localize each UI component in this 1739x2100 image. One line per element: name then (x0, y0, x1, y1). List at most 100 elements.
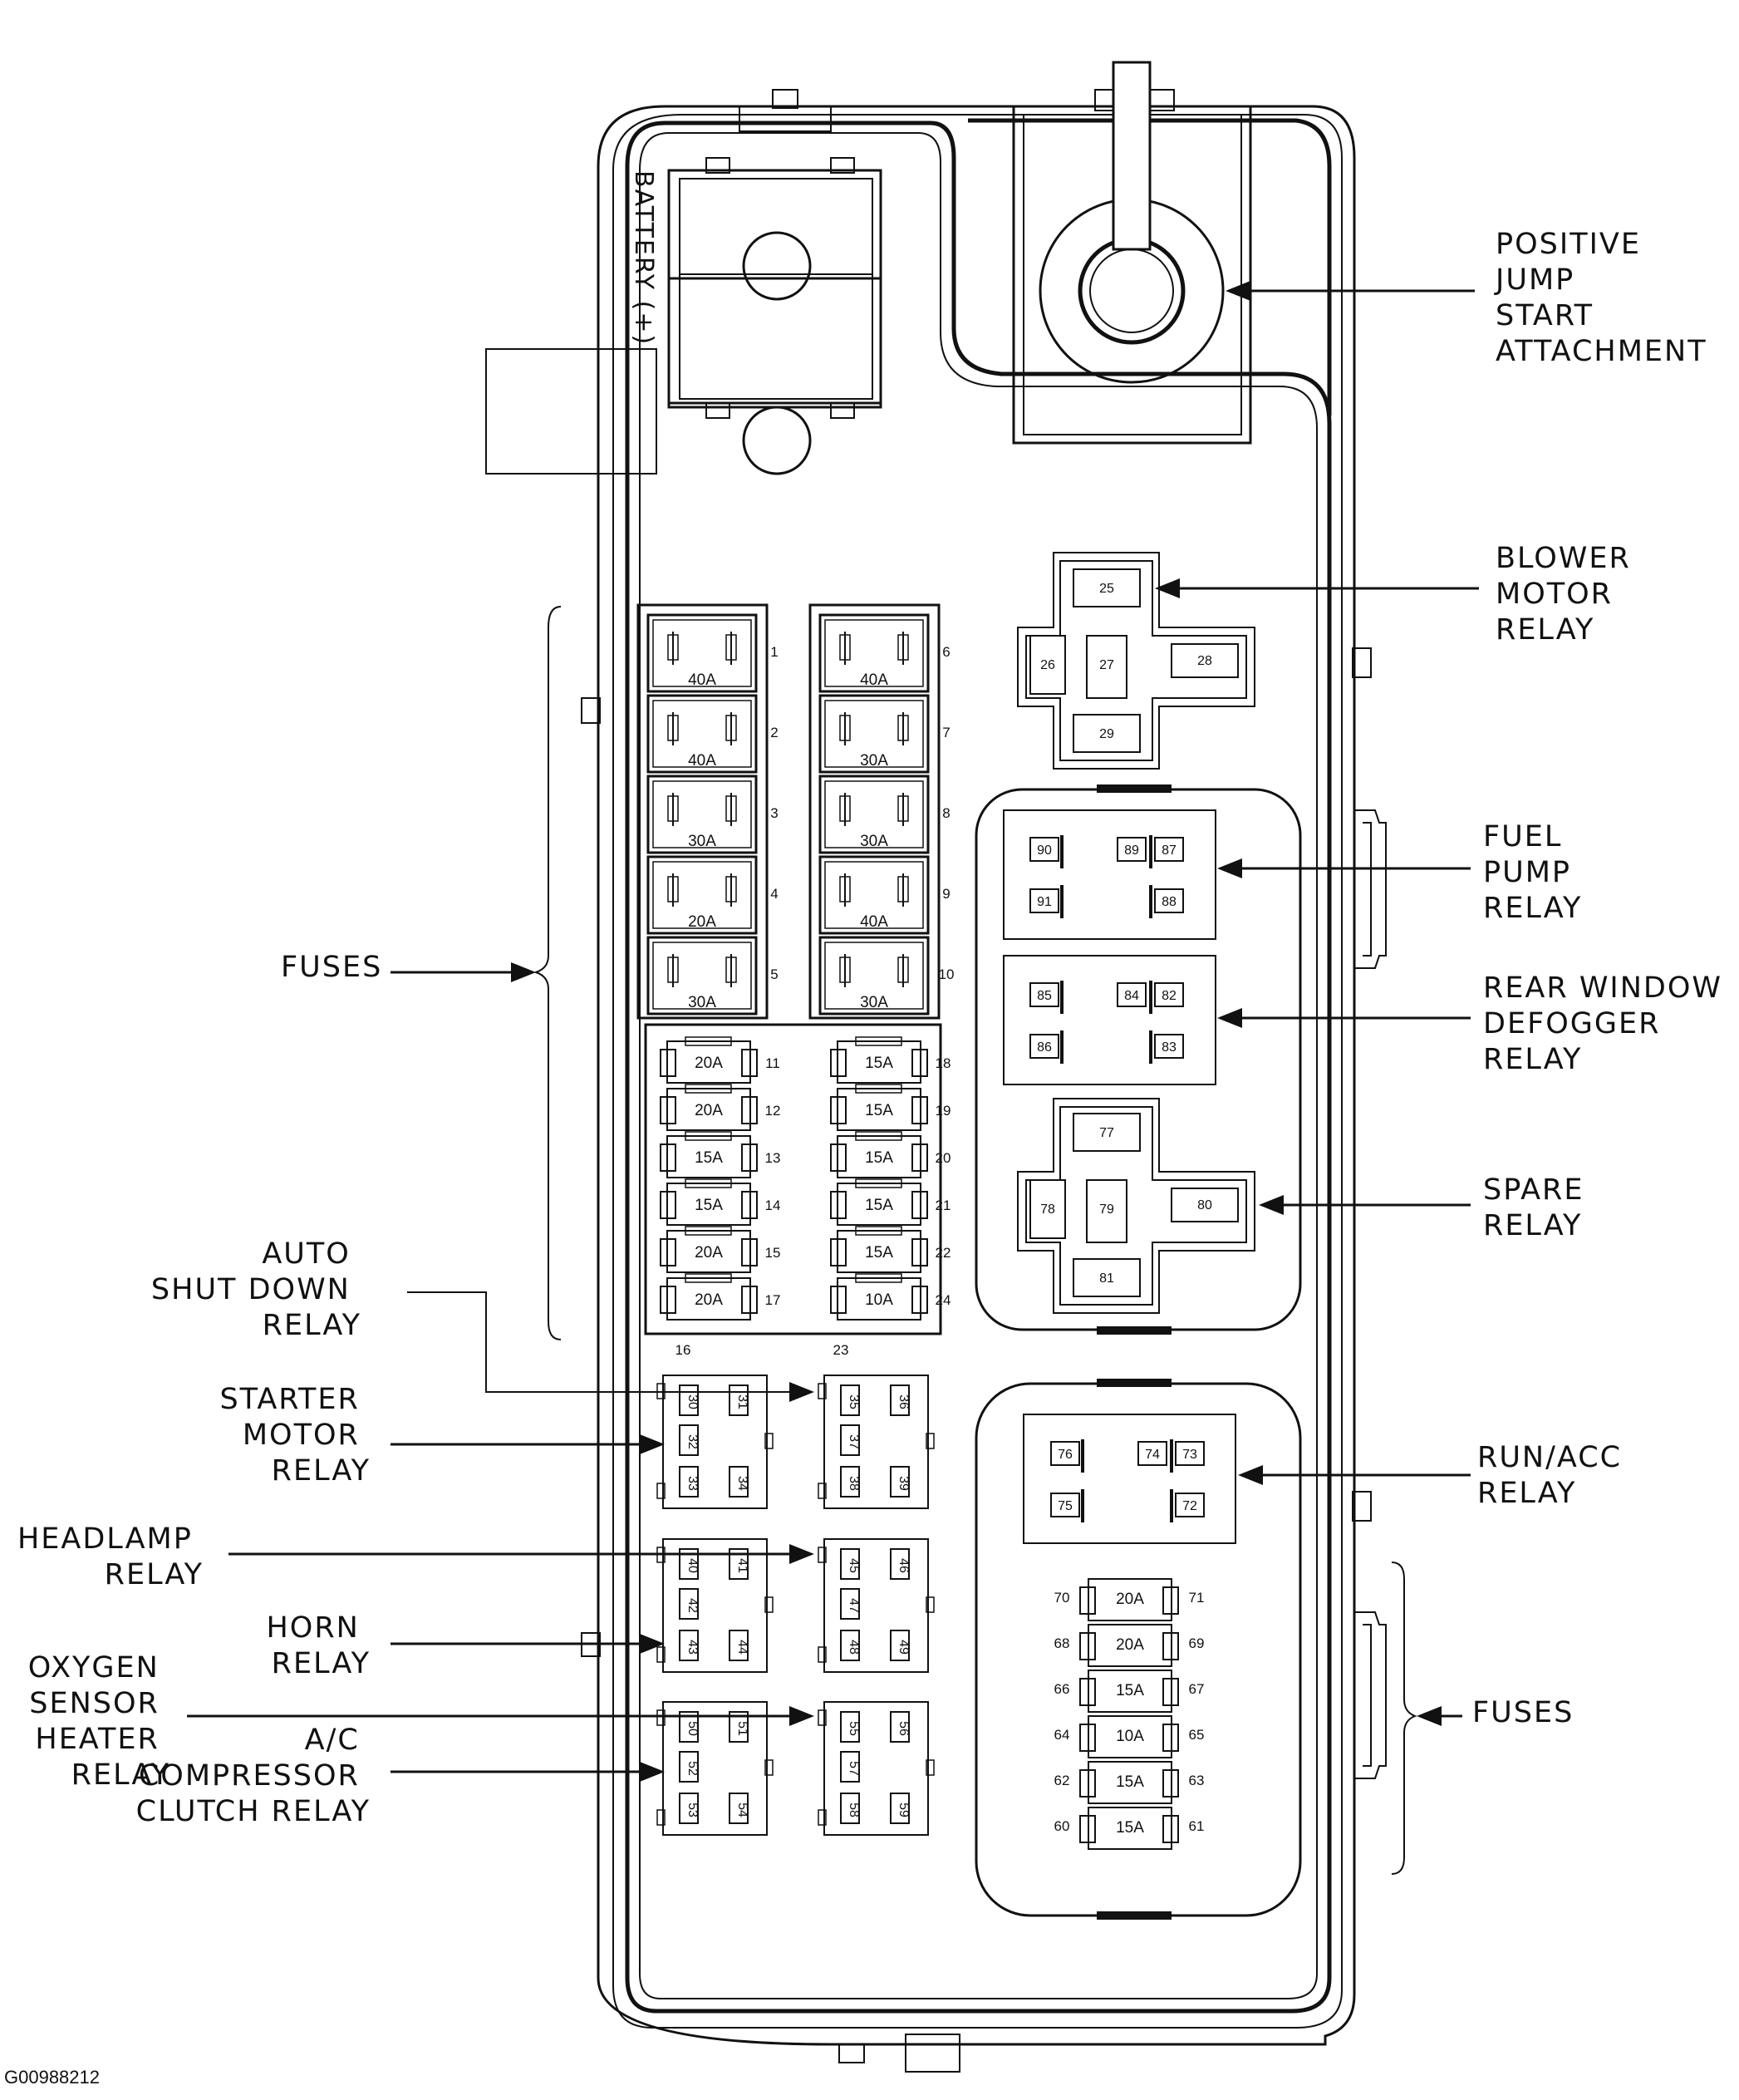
maxi-fuse-rating: 40A (688, 752, 716, 770)
micro-relay-terminal: 32 (685, 1434, 700, 1449)
mini-fuse-tab (855, 1273, 902, 1283)
micro-relay-terminal: 34 (735, 1476, 749, 1491)
maxi-fuse-inner (824, 780, 924, 848)
mini-fuse-clip (911, 1191, 928, 1219)
micro-relay-clip (656, 1646, 666, 1663)
micro-relay-terminal: 40 (685, 1558, 700, 1573)
micro-relay-terminal: 46 (897, 1558, 911, 1573)
micro-relay-pin (890, 1711, 910, 1743)
jump-start-post (1012, 61, 1252, 445)
lower-fuse-clip (1162, 1724, 1179, 1752)
maxi-fuse-rating: 40A (860, 671, 888, 689)
blower-terminal: 26 (1040, 658, 1055, 672)
mini-fuse-number: 12 (765, 1103, 781, 1119)
rear-window-relay-pin (1029, 1034, 1059, 1059)
mini-fuse-body (837, 1040, 921, 1084)
micro-relay-terminal: 33 (685, 1476, 700, 1491)
micro-relay-pin (840, 1793, 860, 1824)
micro-relay-terminal: 58 (847, 1802, 861, 1817)
spare-terminal: 78 (1040, 1202, 1055, 1217)
spare-terminal: 77 (1099, 1126, 1114, 1140)
mini-fuse-rating: 15A (695, 1149, 723, 1167)
maxi-fuse-number: 8 (942, 805, 950, 821)
micro-relay-terminal: 52 (685, 1761, 700, 1776)
micro-relay-pin (729, 1630, 749, 1661)
mini-fuse-tab (855, 1226, 902, 1236)
micro-relay-pin (729, 1466, 749, 1498)
micro-relay-pin (679, 1466, 699, 1498)
micro-relay-terminal: 43 (685, 1640, 700, 1655)
lower-fuse-number: 61 (1189, 1818, 1205, 1834)
run-acc-relay-pin (1050, 1493, 1080, 1517)
maxi-fuse-number: 1 (770, 644, 778, 660)
lower-fuse-body (1088, 1578, 1172, 1621)
blower-terminal: 25 (1099, 582, 1114, 596)
maxi-fuse-rating: 30A (688, 833, 716, 850)
lower-fuse-rating: 15A (1116, 1682, 1144, 1699)
mini-fuse-clip (741, 1049, 758, 1077)
micro-relay-terminal: 38 (847, 1476, 861, 1491)
micro-relay-terminal: 37 (847, 1434, 861, 1449)
maxi-fuse-inner (652, 942, 752, 1010)
mini-fuse-clip (911, 1238, 928, 1266)
callout-fuses-right: FUSES (1472, 1696, 1574, 1729)
micro-relay-pin (890, 1793, 910, 1824)
micro-relay-body (662, 1538, 768, 1673)
mini-fuse-rating: 15A (865, 1197, 893, 1214)
mini-fuse-clip (830, 1191, 847, 1219)
mini-fuse-rating: 20A (695, 1102, 723, 1119)
mini-fuse-body (666, 1040, 751, 1084)
mini-fuse-clip (911, 1049, 928, 1077)
micro-relay-clip (926, 1759, 935, 1776)
micro-relay-terminal: 35 (847, 1394, 861, 1409)
micro-relay-clip (818, 1709, 827, 1726)
micro-relay-pin (729, 1548, 749, 1580)
micro-relay-pin (840, 1630, 860, 1661)
lower-fuse-rating: 20A (1116, 1591, 1144, 1608)
lower-fuse-number: 71 (1189, 1590, 1205, 1606)
micro-relay-pin (890, 1630, 910, 1661)
mini-fuse-clip (741, 1286, 758, 1314)
mini-fuse-tab (855, 1178, 902, 1188)
mini-fuse-body (666, 1183, 751, 1226)
lower-fuse-clip (1079, 1632, 1096, 1660)
upper-relay-module (975, 784, 1302, 1335)
maxi-fuse-number: 5 (770, 966, 778, 982)
maxi-fuse-rating: 30A (860, 752, 888, 770)
micro-relay-terminal: 39 (897, 1476, 911, 1491)
mini-fuse-clip (660, 1191, 676, 1219)
micro-relay-clip (764, 1433, 774, 1449)
mini-fuse-rating: 15A (865, 1055, 893, 1072)
maxi-fuse-inner (824, 942, 924, 1010)
lower-fuse-clip (1162, 1769, 1179, 1798)
run-acc-relay-pin (1175, 1493, 1205, 1517)
mini-fuse-rating: 20A (695, 1244, 723, 1261)
callout-positive-jump: POSITIVE JUMP START ATTACHMENT (1494, 228, 1707, 368)
maxi-fuse-body (646, 694, 758, 774)
maxi-fuse-body (818, 613, 930, 693)
micro-relay-pin (840, 1424, 860, 1456)
micro-relay-clip (818, 1547, 827, 1563)
mini-fuse-frame (644, 1023, 942, 1335)
fuel-pump-relay-pin (1029, 888, 1059, 913)
lower-fuse-body (1088, 1807, 1172, 1850)
micro-relay-terminal: 47 (847, 1598, 861, 1613)
mini-fuse-tab (855, 1084, 902, 1094)
mini-fuse-rating: 15A (865, 1149, 893, 1167)
